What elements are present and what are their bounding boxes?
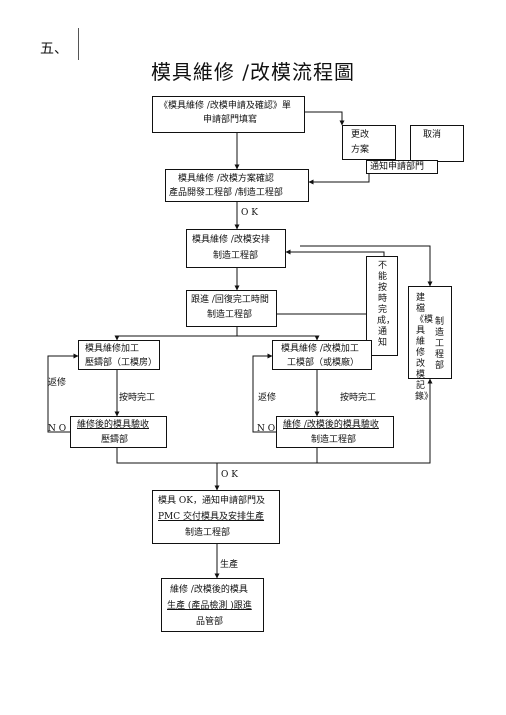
edge-label-ontime-left: 按時完工 [119,393,156,403]
section-number: 五、 [40,41,68,57]
node-deliver-line2: PMC 交付模具及安排生產 [158,512,265,522]
edge-label-no-left: N O [48,424,67,434]
node-cancel-label: 取消 [423,130,442,140]
node-apply: 《模具維修 /改模申請及確認》單 申請部門填寫 [152,96,305,133]
edge-label-rework-left: 返修 [48,378,67,388]
node-produce-line2: 生產 (產品檢測 )跟進 [167,601,252,611]
node-modify-line2: 工模部（或模廠） [287,358,360,368]
node-arrange: 模具維修 /改模安排 制造工程部 [186,229,286,268]
node-notify-label: 通知申請部門 [370,162,425,172]
edge-follow-to-repair [114,335,237,341]
edge-label-production: 生產 [220,560,239,570]
node-cancel: 取消 [410,125,464,162]
node-repair-line2: 壓鑄部（工模房） [85,358,158,368]
node-deliver-line1: 模具 OK，通知申請部門及 [158,496,265,506]
edge-rework-left [47,353,79,433]
node-change: 更改 方案 [342,125,396,160]
node-deliver: 模具 OK，通知申請部門及 PMC 交付模具及安排生產 制造工程部 [152,490,280,544]
edge-arrange-to-record [300,245,433,287]
node-repair: 模具維修加工 壓鑄部（工模房） [78,340,160,370]
node-record: 建檔《模具維修改模記錄》 制造工程部 [408,286,452,402]
node-follow-line1: 跟進 /回復完工時間 [191,295,269,305]
node-arrange-line2: 制造工程部 [213,251,259,261]
node-change-line1: 更改 [351,130,370,140]
node-modify: 模具維修 /改模加工 工模部（或模廠） [272,340,372,370]
node-follow: 跟進 /回復完工時間 制造工程部 [186,290,277,327]
edge-label-ok1: O K [241,208,258,218]
edge-notify-to-confirm [308,174,370,185]
edge-label-no-right: N O [257,424,276,434]
edge-label-rework-right: 返修 [258,393,277,403]
node-accept-left-line2: 壓鑄部 [101,435,129,445]
node-modify-line1: 模具維修 /改模加工 [281,344,359,354]
node-record-label: 建檔《模具維修改模記錄》 [415,293,434,402]
edge-label-ontime-right: 按時完工 [340,393,377,403]
edge-merge-to-record [317,378,433,464]
edge-rework-right [252,353,276,433]
edge-late-to-arrange [285,249,385,256]
node-produce-line3: 品管部 [196,617,224,627]
node-deliver-line3: 制造工程部 [185,528,231,538]
edge-follow-to-modify [237,335,320,341]
node-apply-line1: 《模具維修 /改模申請及確認》單 [159,101,291,111]
node-produce-line1: 維修 /改模後的模具 [170,585,248,595]
node-late-notice-label: 不能按時完成，通知 [377,261,396,348]
page-title: 模具維修 /改模流程圖 [150,60,356,84]
node-late-notice: 不能按時完成，通知 [366,256,398,356]
node-accept-left-line1: 維修後的模具驗收 [77,420,150,430]
node-confirm-line1: 模具維修 /改模方案確認 [178,174,274,184]
node-accept-right-line1: 維修 /改模後的模具驗收 [283,420,379,430]
edge-label-ok2: O K [221,470,238,480]
header-divider [78,28,79,60]
node-apply-line2: 申請部門填寫 [203,115,258,125]
node-arrange-line1: 模具維修 /改模安排 [192,235,270,245]
node-notify: 通知申請部門 [366,160,438,174]
node-produce: 維修 /改模後的模具 生產 (產品檢測 )跟進 品管部 [161,578,264,632]
node-confirm: 模具維修 /改模方案確認 產品開發工程部 /制造工程部 [165,169,309,202]
edge-apply-to-change [305,111,345,126]
node-record-side: 制造工程部 [434,317,444,371]
node-confirm-line2: 產品開發工程部 /制造工程部 [169,188,283,198]
node-follow-line2: 制造工程部 [207,310,253,320]
node-accept-right-line2: 制造工程部 [311,435,357,445]
node-repair-line1: 模具維修加工 [85,344,140,354]
node-accept-left: 維修後的模具驗收 壓鑄部 [70,416,167,448]
node-change-line2: 方案 [351,145,370,155]
node-accept-right: 維修 /改模後的模具驗收 制造工程部 [276,416,394,448]
